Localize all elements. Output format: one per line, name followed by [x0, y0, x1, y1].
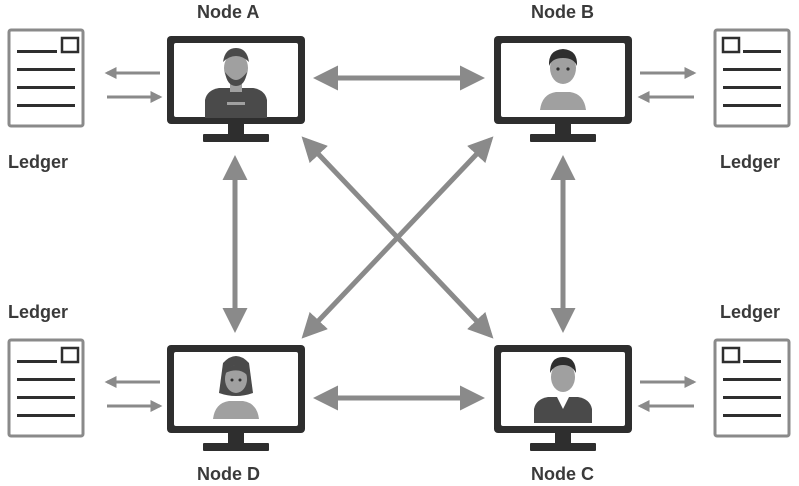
node-a-monitor: [167, 36, 305, 142]
ledger-arrows: [104, 67, 697, 412]
ledger-document-top-right: [713, 28, 791, 128]
ledger-document-bottom-right: [713, 338, 791, 438]
ledger-label-top-left: Ledger: [8, 152, 69, 172]
arrow-b-d: [301, 136, 494, 339]
ledger-label-bottom-right: Ledger: [720, 302, 781, 322]
node-d-label: Node D: [197, 464, 260, 484]
node-c-label: Node C: [531, 464, 594, 484]
ledger-label-top-right: Ledger: [720, 152, 781, 172]
node-d-monitor: [167, 345, 305, 451]
node-a-label: Node A: [197, 2, 260, 22]
person-with-beard-icon: [205, 48, 267, 118]
ledger-document-bottom-left: [7, 338, 85, 438]
node-c-monitor: [494, 345, 632, 451]
node-b-label: Node B: [531, 2, 594, 22]
ledger-document-top-left: [7, 28, 85, 128]
node-b-monitor: [494, 36, 632, 142]
boy-icon: [540, 49, 586, 110]
man-in-suit-icon: [534, 357, 592, 423]
network-arrows: [222, 65, 576, 411]
ledger-label-bottom-left: Ledger: [8, 302, 69, 322]
woman-icon: [213, 356, 259, 419]
